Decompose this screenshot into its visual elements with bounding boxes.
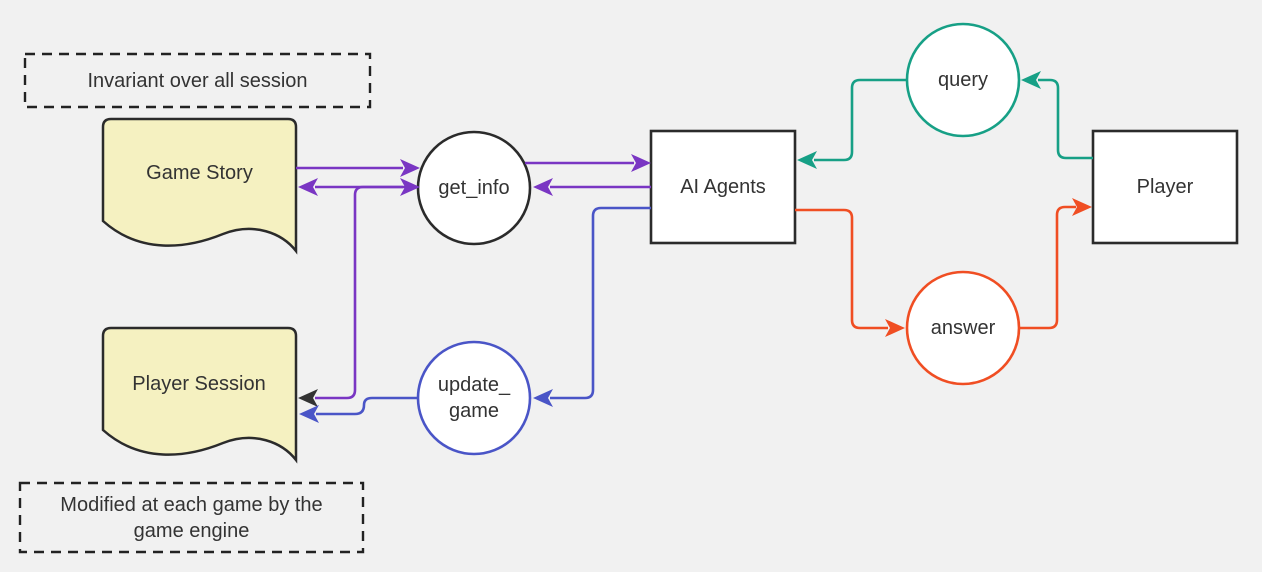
player-session-label: Player Session: [132, 373, 266, 395]
edge-player-to-query: [1038, 78, 1093, 160]
player-box: [1091, 129, 1239, 245]
arrowhead-into-game-story: [298, 178, 318, 196]
arrowhead-into-ai-agents-left: [631, 154, 651, 172]
edge-update-game-to-player-session: [316, 396, 418, 416]
player-session-shape: [101, 326, 298, 464]
get-info-circle: [416, 130, 532, 246]
arrowhead-into-get-info-top: [400, 159, 420, 177]
game-story-label: Game Story: [146, 162, 253, 184]
invariant-note-label: Invariant over all session: [87, 69, 308, 92]
arrowhead-into-update-game: [533, 389, 553, 407]
arrowhead-into-get-info-right: [533, 178, 553, 196]
ai-agents-box: [649, 129, 797, 245]
arrowhead-into-ai-agents-right: [797, 151, 817, 169]
modified-note-label: Modified at each game by the game engine: [20, 483, 363, 552]
query-label: query: [937, 69, 989, 91]
answer-circle: [905, 270, 1021, 386]
arrowhead-into-get-info-from-session: [400, 178, 420, 196]
ai-agents-label: AI Agents: [680, 176, 766, 198]
get-info-label: get_info: [438, 177, 510, 199]
edge-answer-to-player: [1020, 205, 1076, 330]
arrowhead-into-player-session-bottom: [299, 405, 319, 423]
edge-player-session-get-info-bidirectional: [315, 185, 403, 400]
query-circle: [905, 22, 1021, 138]
arrowhead-into-player-session-top: [298, 389, 318, 407]
game-story-shape: [101, 117, 298, 255]
invariant-note-box: [23, 52, 372, 109]
arrowhead-into-answer: [885, 319, 905, 337]
arrowhead-into-player: [1072, 198, 1092, 216]
update-game-label: update_ game: [417, 368, 531, 428]
arrowhead-into-query: [1021, 71, 1041, 89]
edge-ai-agents-to-update-game: [550, 206, 651, 400]
modified-note-box: [18, 481, 365, 554]
player-label: Player: [1136, 176, 1194, 198]
edge-query-to-ai-agents: [814, 78, 906, 162]
update-game-label-line1: update_: [437, 374, 511, 396]
modified-note-text: Modified at each game by the game engine: [60, 493, 323, 542]
update-game-label-line2: game: [448, 400, 499, 422]
edge-ai-agents-to-answer: [795, 208, 888, 330]
answer-label: answer: [930, 317, 996, 339]
